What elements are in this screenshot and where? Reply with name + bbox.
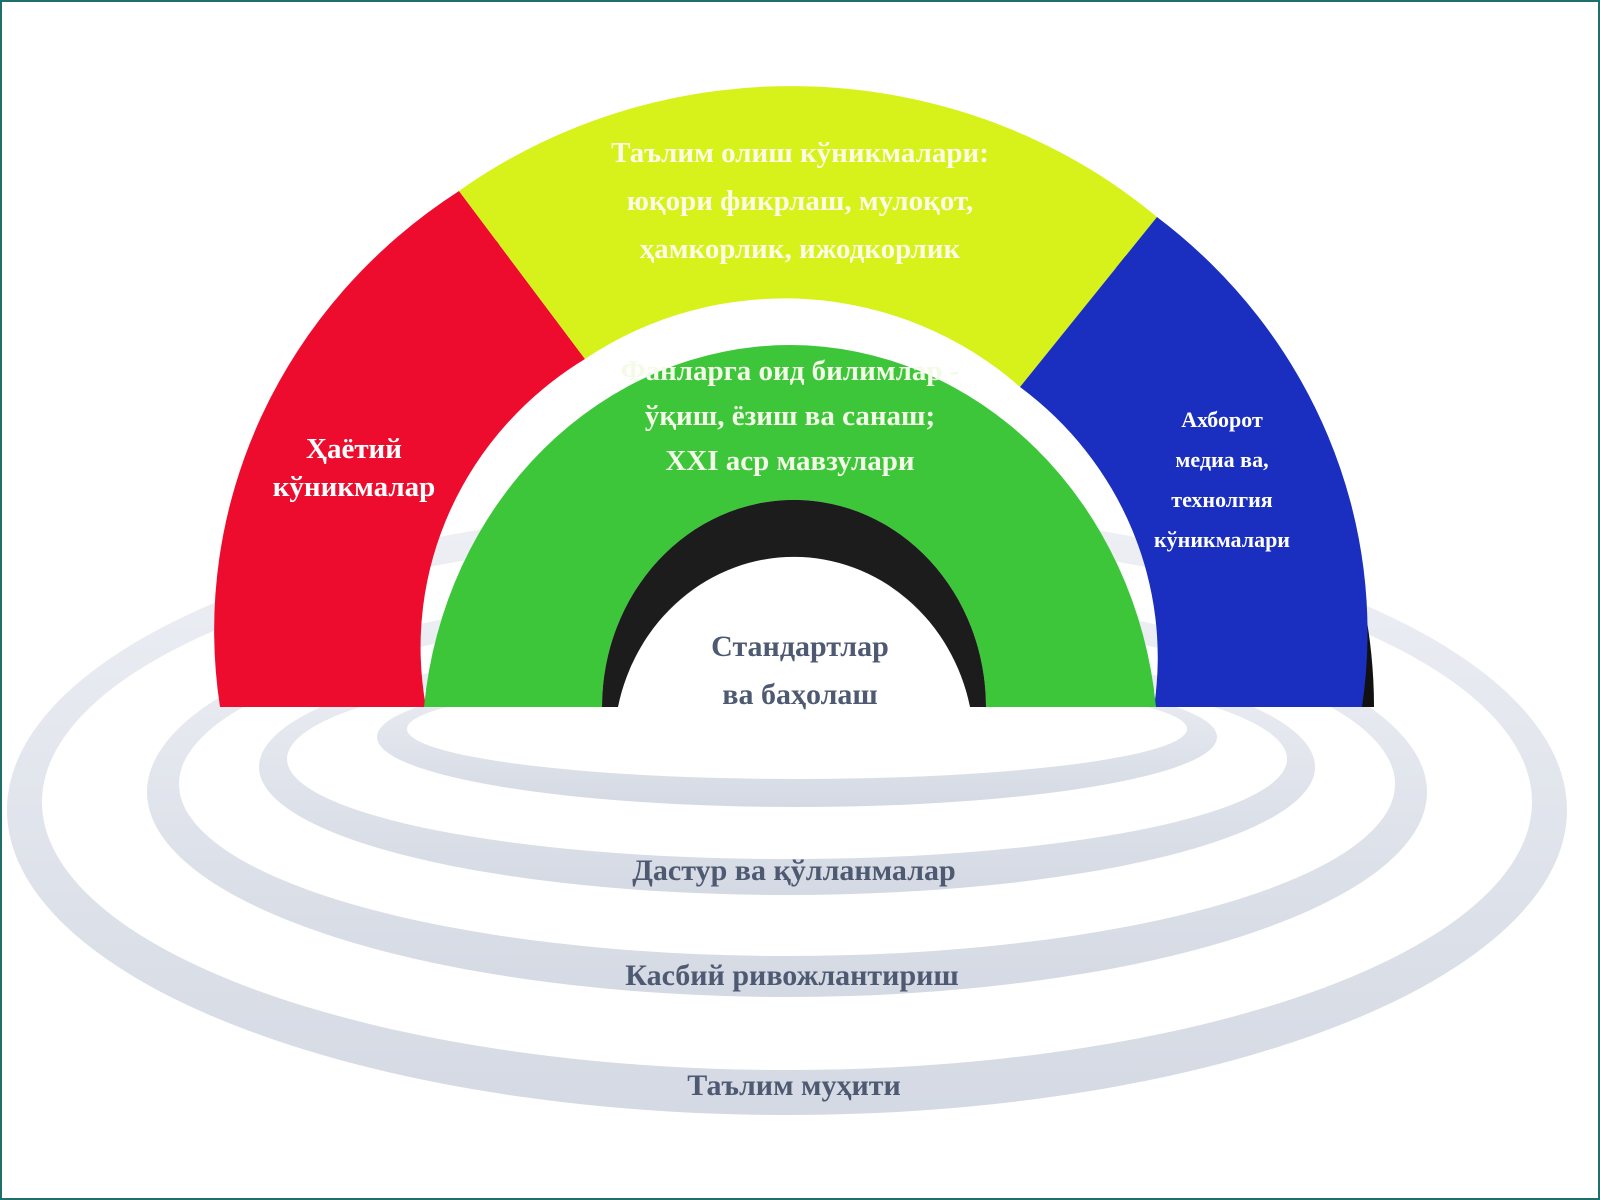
label-line: ўқиш, ёзиш ва санаш; <box>645 400 935 432</box>
label-line: XXI аср мавзулари <box>665 445 914 477</box>
label-line: кўникмалари <box>1154 527 1290 552</box>
center-label-standards: Стандартлар ва баҳолаш <box>711 630 889 711</box>
label-line: юқори фикрлаш, мулоқот, <box>627 185 974 217</box>
inner-arc-label: Фанларга оид билимлар - ўқиш, ёзиш ва сан… <box>621 355 960 477</box>
labels: Ҳаётий кўникмалар Таълим олиш кўникмалари… <box>273 137 1291 1102</box>
segment-ict-skills <box>1020 217 1368 707</box>
base-label-professional-development: Касбий ривожлантириш <box>625 959 959 992</box>
label-line: технолгия <box>1171 487 1273 512</box>
label-line: медиа ва, <box>1175 447 1268 472</box>
label-line: Таълим олиш кўникмалари: <box>611 137 989 169</box>
center-void <box>618 557 970 708</box>
label-line: Ҳаётий <box>306 433 402 465</box>
base-label-curriculum: Дастур ва қўлланмалар <box>632 854 955 887</box>
segment-learning-skills <box>459 86 1157 388</box>
inner-arc-shadow <box>602 499 986 707</box>
outer-arch <box>214 86 1368 707</box>
label-line: ҳамкорлик, ижодкорлик <box>640 233 961 265</box>
segment-label-ict-skills: Ахборот медиа ва, технолгия кўникмалари <box>1154 407 1290 552</box>
segment-label-life-skills: Ҳаётий кўникмалар <box>273 433 436 503</box>
label-line: кўникмалар <box>273 471 436 503</box>
label-line: ва баҳолаш <box>722 678 877 711</box>
label-line: Ахборот <box>1181 407 1263 432</box>
segment-label-learning-skills: Таълим олиш кўникмалари: юқори фикрлаш, м… <box>611 137 989 265</box>
inner-arc-subject-knowledge <box>424 345 1156 707</box>
label-line: Фанларга оид билимлар - <box>621 355 960 387</box>
label-line: Стандартлар <box>711 630 889 663</box>
base-label-environment: Таълим муҳити <box>687 1069 901 1102</box>
segment-life-skills <box>214 191 586 707</box>
